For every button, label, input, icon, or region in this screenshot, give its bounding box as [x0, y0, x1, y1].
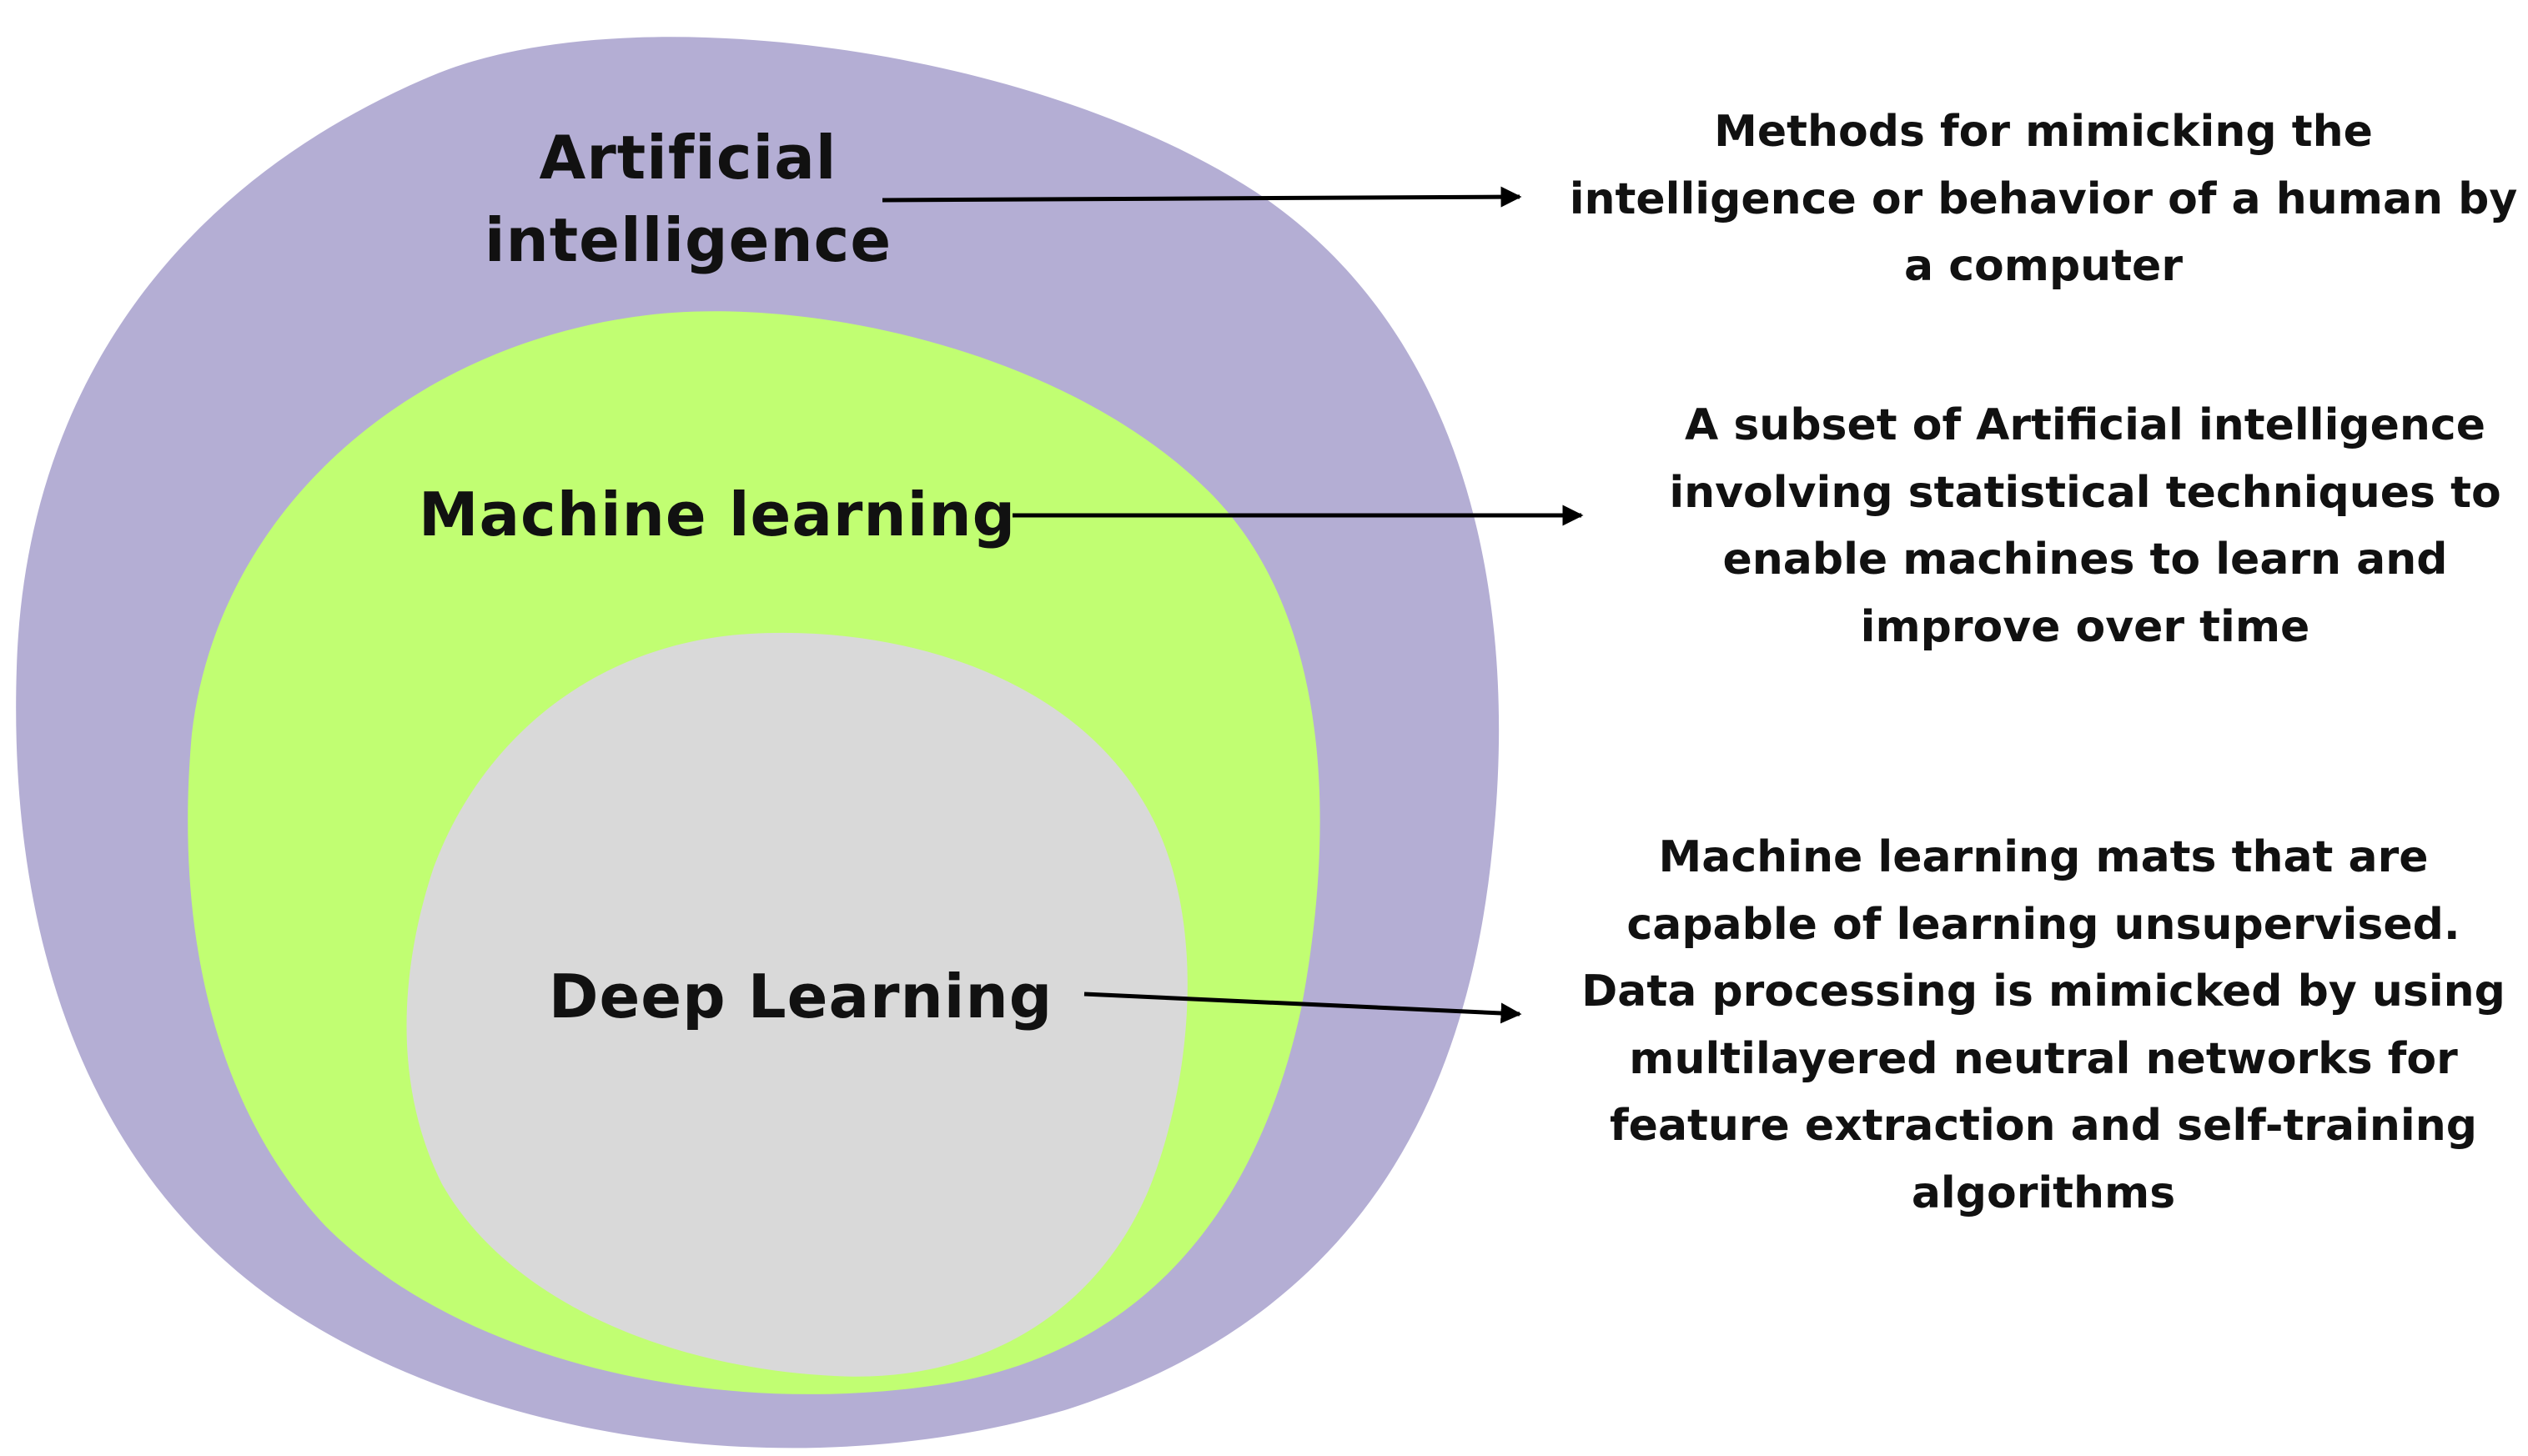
- ml-region-label: Machine learning: [418, 479, 1017, 550]
- dl-region: [406, 632, 1188, 1377]
- dl-region-label: Deep Learning: [548, 961, 1053, 1032]
- ai-description: Methods for mimicking the intelligence o…: [1569, 107, 2518, 292]
- dl-description: Machine learning mats that are capable o…: [1581, 832, 2505, 1218]
- ai-arrow: [882, 186, 1522, 208]
- dl-arrow: [1083, 992, 1522, 1024]
- ml-description: A subset of Artificial intelligence invo…: [1669, 400, 2501, 652]
- ai-region-label: Artificial intelligence: [484, 123, 892, 276]
